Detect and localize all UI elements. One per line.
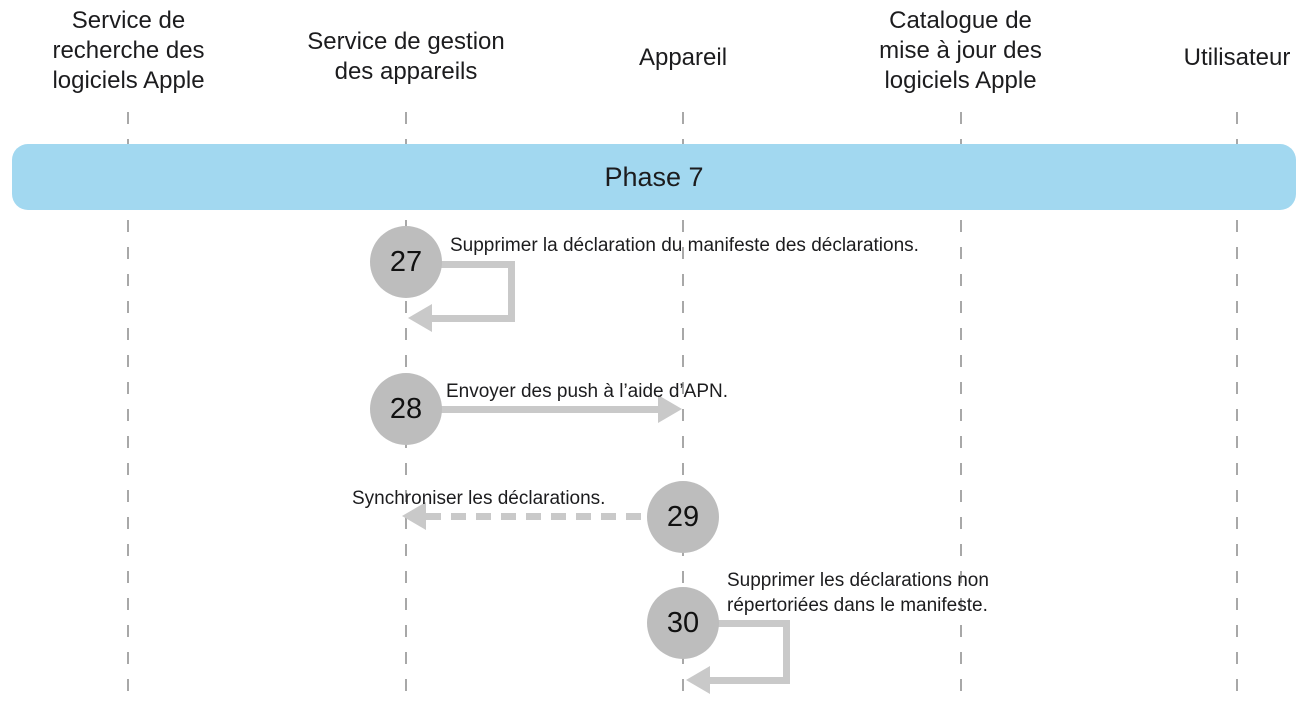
lifeline-header-service-gestion: Service de gestion des appareils (307, 28, 505, 85)
step27-arrowhead-left-icon (408, 304, 432, 332)
step29-arrowhead-left-icon (402, 502, 426, 530)
lifeline-appareil (682, 112, 684, 705)
lifeline-header-utilisateur: Utilisateur (1183, 44, 1291, 71)
lifeline-utilisateur (1236, 112, 1238, 705)
step29-number: 29 (666, 500, 700, 533)
lifeline-header-service-recherche: Service de recherche des logiciels Apple (52, 7, 205, 94)
step28-number: 28 (389, 392, 423, 425)
step30-self-loop-arrow (717, 620, 790, 627)
step30-arrowhead-left-icon (686, 666, 710, 694)
lifeline-service-recherche (127, 112, 129, 705)
phase-banner: Phase 7 (12, 144, 1296, 210)
step29-dashed-arrow (426, 513, 648, 520)
step30-self-loop-arrow (706, 677, 790, 684)
lifeline-catalogue (960, 112, 962, 705)
step27-self-loop-arrow (428, 315, 515, 322)
step28-circle: 28 (370, 373, 442, 445)
step27-self-loop-arrow (440, 261, 515, 268)
step27-self-loop-arrow (508, 261, 515, 322)
step30-self-loop-arrow (783, 620, 790, 684)
step30-label: Supprimer les déclarations non répertori… (727, 570, 989, 616)
lifeline-header-catalogue: Catalogue de mise à jour des logiciels A… (879, 7, 1042, 94)
step28-label: Envoyer des push à l’aide d’APN. (446, 381, 728, 402)
step29-circle: 29 (647, 481, 719, 553)
phase-banner-label: Phase 7 (604, 161, 704, 192)
step27-number: 27 (389, 245, 423, 278)
lifeline-header-appareil: Appareil (638, 44, 728, 71)
step30-number: 30 (666, 606, 700, 639)
step30-circle: 30 (647, 587, 719, 659)
step28-arrowhead-right-icon (658, 395, 682, 423)
step27-label: Supprimer la déclaration du manifeste de… (450, 235, 919, 256)
step29-label: Synchroniser les déclarations. (352, 488, 606, 509)
step27-circle: 27 (370, 226, 442, 298)
step28-arrow (440, 406, 660, 413)
